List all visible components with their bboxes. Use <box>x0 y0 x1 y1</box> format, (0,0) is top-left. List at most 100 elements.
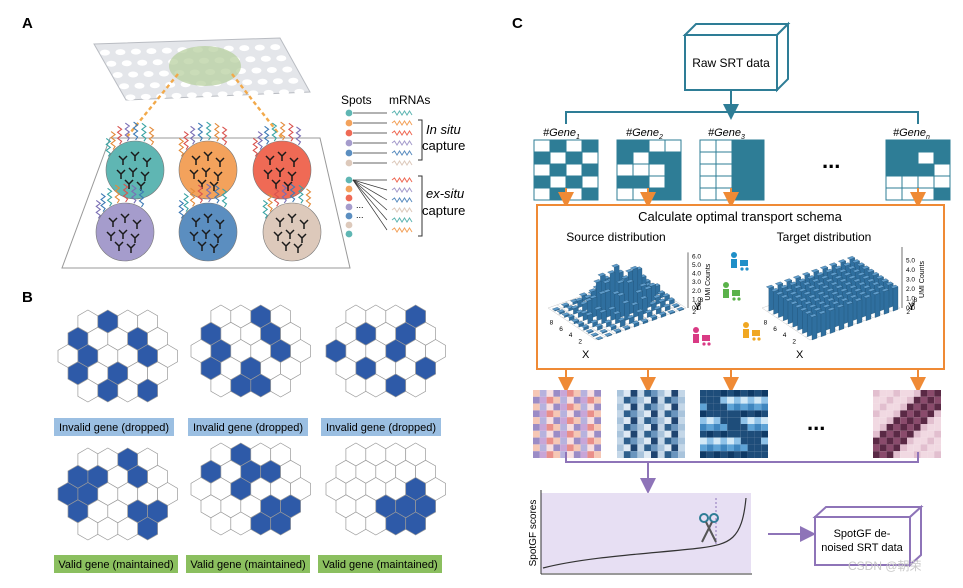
hex-grid <box>325 442 446 536</box>
heatmap-cell <box>560 403 567 411</box>
heatmap-cell <box>920 396 928 404</box>
heatmap-cell <box>893 396 901 404</box>
y-tick-label: 4 <box>909 305 913 312</box>
slide-spot <box>239 45 250 52</box>
heatmap-cell <box>678 410 685 418</box>
bar-top <box>666 297 675 302</box>
heatmap-cell <box>623 444 631 452</box>
heatmap <box>873 390 941 458</box>
x-axis-label: X <box>796 349 804 361</box>
bar-top <box>595 336 604 341</box>
bar-top <box>848 284 857 289</box>
matrix-cell <box>731 187 749 201</box>
x-tick-label: 8 <box>550 319 554 326</box>
heatmap-cell <box>873 430 880 438</box>
legend-mrna <box>391 187 413 193</box>
bar-top <box>851 259 860 263</box>
heatmap-cell <box>657 410 665 418</box>
bar-top <box>816 291 826 295</box>
mrna-strand <box>100 193 106 212</box>
matrix-cell <box>901 187 919 201</box>
heatmap-cell <box>617 390 624 397</box>
x-tick-label: 6 <box>773 326 777 333</box>
heatmap-cell <box>546 390 554 397</box>
spot-circle <box>262 183 322 262</box>
bar-top <box>784 288 793 292</box>
heatmap-cell <box>700 444 707 452</box>
slide-spot <box>146 48 157 55</box>
heatmap-cell <box>617 396 624 404</box>
heatmap-cell <box>678 451 685 458</box>
matrix-cell <box>664 175 682 189</box>
heatmap-cell <box>920 417 928 424</box>
bar-top <box>848 275 857 279</box>
bar-front <box>847 302 854 328</box>
heatmap-cell <box>546 451 554 458</box>
bar-top <box>863 294 872 299</box>
slide-spot <box>263 89 274 96</box>
heatmap-cell <box>873 403 880 411</box>
mrna-strand <box>189 187 196 207</box>
legend-mrna <box>391 227 413 233</box>
bar-top <box>831 300 840 305</box>
insitu-label: In situ <box>426 122 461 137</box>
slide-spot <box>257 78 268 85</box>
capture-probe <box>203 213 213 223</box>
heatmap-cell <box>671 437 679 445</box>
heatmap-cell <box>580 390 588 397</box>
heatmap-cell <box>594 424 601 431</box>
mrna-strand <box>124 122 131 142</box>
bar-top <box>866 278 875 283</box>
heatmap-cell <box>720 410 728 418</box>
heatmap-cell <box>913 390 921 397</box>
bar-top <box>575 320 585 325</box>
heatmap-cell <box>594 403 601 411</box>
heatmap-cell <box>657 437 665 445</box>
heatmap-cell <box>747 430 755 438</box>
bar-top <box>871 281 880 286</box>
heatmap-cell <box>873 437 880 445</box>
heatmap-cell <box>664 437 672 445</box>
heatmap-cell <box>913 410 921 418</box>
heatmap-cell <box>580 424 588 431</box>
heatmap-cell <box>761 410 768 418</box>
tissue-section <box>169 46 241 86</box>
mrna-strand <box>197 184 204 204</box>
bar-top <box>861 275 871 279</box>
hex-gene-patterns <box>57 304 446 541</box>
heatmap-cell <box>630 451 638 458</box>
capture-probe <box>209 181 219 191</box>
spot-circle <box>178 121 238 200</box>
bar-top <box>593 279 602 283</box>
matrix-cell <box>648 187 666 201</box>
slide-spot <box>260 55 271 62</box>
mrna-strand <box>130 184 137 204</box>
heatmap-cell <box>623 430 631 438</box>
bar-top <box>789 300 799 305</box>
matrix-cell <box>917 151 935 165</box>
panel-b: B Invalid gene (dropped) Invalid gene (d… <box>22 289 446 573</box>
matrix-cell <box>917 163 935 177</box>
panel-b-letter: B <box>22 289 33 306</box>
capture-probe <box>201 167 211 177</box>
bar-top <box>580 310 589 314</box>
heatmap-cell <box>644 437 651 445</box>
capture-probe <box>215 157 225 167</box>
heatmap-cell <box>630 390 638 397</box>
heatmap-cell <box>720 390 728 397</box>
mrna-strand <box>287 122 294 142</box>
heatmap-cell <box>900 410 907 418</box>
invalid-label-1: Invalid gene (dropped) <box>59 422 169 434</box>
matrix-cell <box>632 163 650 177</box>
bar-top <box>667 309 676 314</box>
bar-top <box>616 292 625 297</box>
heatmap-cell <box>644 444 651 452</box>
mrna-strand <box>132 121 139 141</box>
slide-spot <box>202 91 213 98</box>
heatmap-cell <box>907 396 914 404</box>
heatmap-cell <box>706 451 714 458</box>
hex-cell <box>270 373 291 398</box>
legend-spot-dot <box>345 159 353 167</box>
bar-top <box>590 332 599 337</box>
heatmap-cell <box>630 403 638 411</box>
